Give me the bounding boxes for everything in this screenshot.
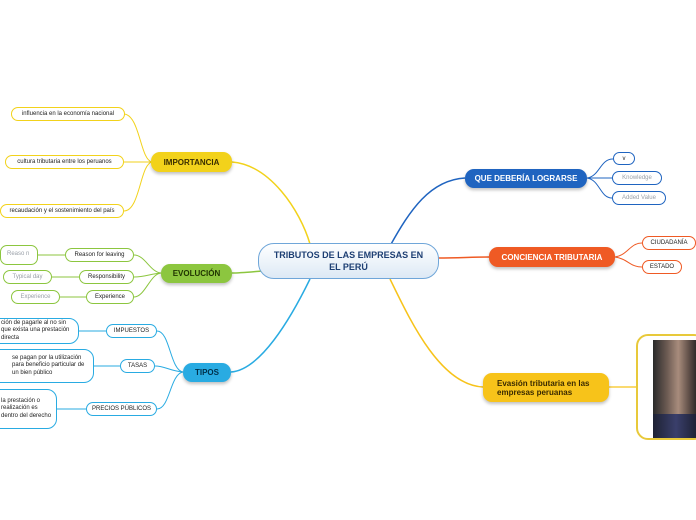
tipos-item-3[interactable]: PRECIOS PÚBLICOS — [86, 402, 157, 416]
branch-tipos-label: TIPOS — [194, 368, 219, 377]
branch-evolucion-label: EVOLUCIÓN — [172, 269, 221, 278]
link-evasion — [389, 278, 484, 388]
deberia-item-2[interactable]: Knowledge — [612, 171, 662, 185]
importancia-item-1[interactable]: influencia en la economía nacional — [11, 107, 125, 121]
deberia-item-1[interactable]: v — [613, 152, 635, 165]
evolucion-subitem-2[interactable]: Typical day — [3, 270, 52, 284]
central-topic-label: TRIBUTOS DE LAS EMPRESAS EN EL PERÚ — [273, 250, 424, 272]
deberia-item-3[interactable]: Added Value — [612, 191, 666, 205]
link-deberia — [389, 177, 466, 247]
central-topic[interactable]: TRIBUTOS DE LAS EMPRESAS EN EL PERÚ — [258, 243, 439, 279]
evolucion-subitem-1[interactable]: Reaso n — [0, 245, 38, 265]
evolucion-subitem-3[interactable]: Experience — [11, 290, 60, 304]
tipos-subitem-3[interactable]: la prestación o realización es dentro de… — [0, 389, 57, 429]
evasion-image-frame[interactable] — [636, 334, 696, 440]
link-evolucion — [231, 270, 263, 274]
branch-tipos[interactable]: TIPOS — [183, 363, 231, 382]
branch-importancia[interactable]: IMPORTANCIA — [151, 152, 232, 172]
branch-conciencia-label: CONCIENCIA TRIBUTARIA — [501, 252, 603, 262]
conciencia-item-2[interactable]: ESTADO — [642, 260, 682, 274]
tipos-subitem-1[interactable]: ción de pagarle al no sin que exista una… — [0, 318, 79, 344]
person-photo-shirt — [653, 414, 696, 438]
tipos-subitem-2[interactable]: se pagan por la utilización para benefic… — [0, 349, 94, 383]
link-importancia — [231, 161, 311, 245]
tipos-item-2[interactable]: TASAS — [120, 359, 155, 373]
tipos-item-1[interactable]: IMPUESTOS — [106, 324, 157, 338]
link-tipos — [230, 278, 311, 373]
link-conciencia — [437, 256, 490, 259]
branch-deberia-label: QUE DEBERÍA LOGRARSE — [474, 174, 578, 183]
importancia-item-2[interactable]: cultura tributaria entre los peruanos — [5, 155, 124, 169]
branch-conciencia[interactable]: CONCIENCIA TRIBUTARIA — [489, 247, 615, 267]
evolucion-item-3[interactable]: Experience — [86, 290, 134, 304]
evolucion-item-2[interactable]: Responsibility — [79, 270, 134, 284]
branch-importancia-label: IMPORTANCIA — [163, 157, 220, 167]
branch-evasion-label: Evasión tributaria en las empresas perua… — [497, 378, 590, 397]
evolucion-item-1[interactable]: Reason for leaving — [65, 248, 134, 262]
conciencia-item-1[interactable]: CIUDADANÍA — [642, 236, 696, 250]
branch-evolucion[interactable]: EVOLUCIÓN — [161, 264, 232, 283]
branch-evasion[interactable]: Evasión tributaria en las empresas perua… — [483, 373, 609, 402]
branch-deberia[interactable]: QUE DEBERÍA LOGRARSE — [465, 169, 587, 188]
importancia-item-3[interactable]: recaudación y el sostenimiento del país — [0, 204, 124, 218]
